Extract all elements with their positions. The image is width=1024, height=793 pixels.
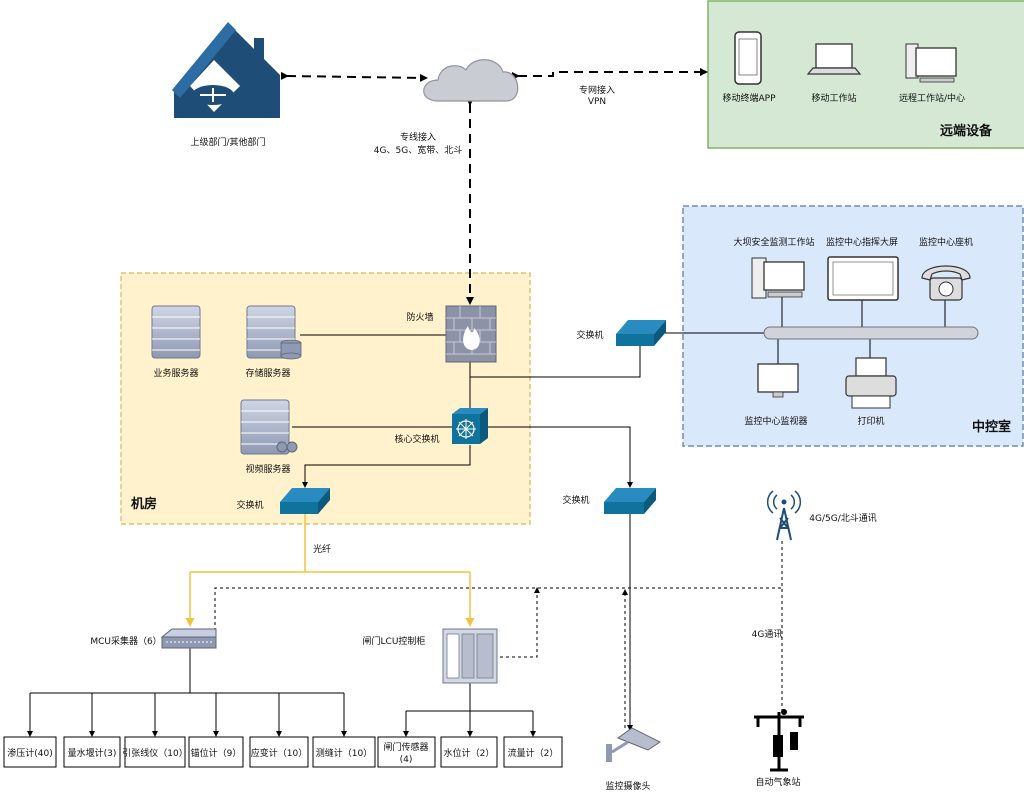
sensor-label: 锚位计（9）	[191, 747, 242, 759]
water-level-box: 水位计（2）	[440, 736, 498, 768]
desktop-icon	[905, 43, 957, 83]
control-room-title: 中控室	[972, 419, 1011, 435]
gate-drops	[403, 711, 536, 737]
lcu-label: 闸门LCU控制柜	[363, 635, 426, 647]
bus-pipe	[763, 326, 979, 340]
firewall-label: 防火墙	[406, 311, 433, 323]
weather-label: 自动气象站	[755, 776, 800, 788]
link-core-switch-left	[302, 445, 471, 488]
sensor-box-3: 锚位计（9）	[188, 736, 244, 768]
monitor-icon	[757, 363, 799, 398]
switch-left-icon	[280, 488, 330, 514]
switch-top-label: 交换机	[576, 329, 603, 341]
mcu-label: MCU采集器（6）	[90, 635, 161, 647]
vpn-label-1: 专网接入	[579, 84, 615, 96]
camera-label: 监控摄像头	[605, 780, 650, 792]
biz-server-label: 业务服务器	[153, 367, 198, 379]
switch-right-label: 交换机	[562, 494, 589, 506]
vpn-label-2: VPN	[588, 97, 606, 107]
link-tower-mcu	[214, 541, 783, 637]
remote-ws-label: 远程工作站/中心	[899, 92, 965, 104]
sensor-drops	[27, 693, 347, 737]
line-access-label-1: 专线接入	[400, 131, 436, 143]
sensor-box-5: 测缝计（10）	[312, 736, 376, 768]
link-house-cloud	[280, 71, 428, 82]
machine-room-title: 机房	[131, 496, 157, 512]
workstation-icon	[751, 257, 805, 299]
remote-group-title: 远端设备	[940, 123, 993, 139]
lcu-cabinet-icon	[442, 628, 498, 684]
switch-top-icon	[616, 320, 666, 346]
switch-left-label: 交换机	[236, 499, 263, 511]
biz-server-icon	[151, 305, 201, 359]
sensor-box-4: 应变计（10）	[249, 736, 309, 768]
sensor-label: 量水堰计(3)	[68, 747, 117, 759]
upper-dept-label: 上级部门/其他部门	[190, 136, 265, 148]
big-screen-label: 监控中心指挥大屏	[826, 236, 898, 248]
mobile-ws-label: 移动工作站	[811, 92, 856, 104]
weather-station-icon	[754, 709, 804, 772]
core-switch-icon	[452, 408, 488, 444]
sensor-box-2: 引张线仪（10）	[122, 736, 188, 768]
switch-right-icon	[604, 488, 656, 514]
mcu-icon	[160, 628, 217, 649]
sensor-label: 应变计（10）	[251, 747, 307, 759]
link-lcu-tower	[500, 587, 540, 658]
firewall-icon	[445, 305, 497, 363]
sensor-label: 引张线仪（10）	[122, 747, 187, 759]
gate-sensor-label-1: 闸门传感器	[383, 741, 428, 753]
big-screen-icon	[827, 256, 899, 301]
flow-box: 流量计（2）	[503, 736, 563, 768]
flow-label: 流量计（2）	[508, 747, 559, 759]
storage-server-label: 存储服务器	[245, 367, 290, 379]
camera-icon	[606, 727, 661, 762]
tower-icon	[766, 490, 802, 541]
monitor-label: 监控中心监视器	[744, 415, 807, 427]
mobile-app-label: 移动终端APP	[722, 92, 776, 104]
video-server-icon	[240, 399, 298, 455]
storage-server-icon	[246, 305, 302, 360]
gate-sensor-label-2: (4)	[400, 755, 413, 765]
comm-4g-label: 4G通讯	[752, 629, 783, 640]
sensor-box-1: 量水堰计(3)	[63, 736, 121, 768]
core-switch-label: 核心交换机	[394, 433, 439, 445]
printer-icon	[845, 357, 897, 409]
gate-sensor-box: 闸门传感器 (4)	[377, 736, 436, 768]
mobile-phone-icon	[734, 31, 762, 85]
dam-ws-label: 大坝安全监测工作站	[733, 236, 814, 248]
phone-label: 监控中心座机	[919, 236, 973, 248]
house-icon	[172, 22, 280, 118]
fiber-label: 光纤	[313, 543, 331, 555]
sensor-box-0: 渗压计(40)	[3, 736, 57, 768]
cloud-icon	[423, 59, 519, 102]
printer-label: 打印机	[857, 415, 884, 427]
link-cloud-remote	[512, 68, 708, 80]
laptop-icon	[806, 43, 862, 75]
water-level-label: 水位计（2）	[444, 747, 495, 759]
phone-icon	[921, 265, 971, 301]
tower-label: 4G/5G/北斗通讯	[809, 513, 876, 524]
line-access-label-2: 4G、5G、宽带、北斗	[374, 144, 462, 156]
sensor-label: 渗压计(40)	[7, 747, 52, 759]
video-server-label: 视频服务器	[245, 463, 290, 475]
link-core-switch-right	[488, 426, 633, 488]
sensor-label: 测缝计（10）	[316, 747, 372, 759]
